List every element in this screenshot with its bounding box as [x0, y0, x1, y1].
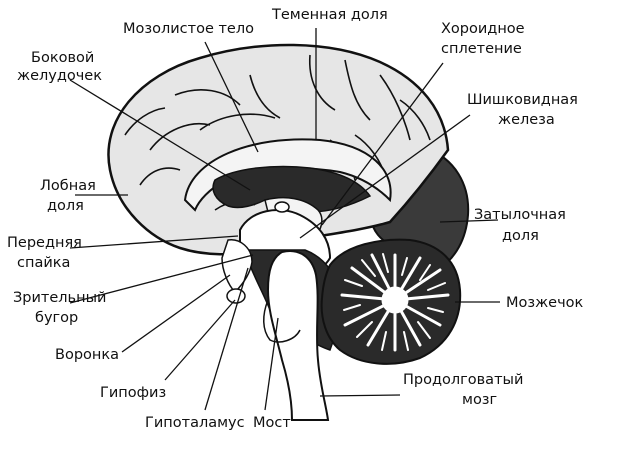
- label-parietal-lobe: Теменная доля: [271, 7, 388, 23]
- brainstem: [266, 250, 330, 421]
- label-frontal-2: доля: [47, 198, 84, 214]
- hypothalamus-shape: [221, 239, 253, 294]
- label-lateral-ventricle-2: желудочек: [17, 68, 102, 84]
- label-ant-commissure-1: Передняя: [7, 235, 82, 251]
- label-occipital-2: доля: [502, 228, 539, 244]
- label-pineal-2: железа: [498, 112, 555, 128]
- label-thalamus-1: Зрительный: [13, 290, 106, 306]
- pineal-body: [274, 201, 290, 213]
- label-thalamus-2: бугор: [35, 310, 78, 326]
- label-pituitary: Гипофиз: [100, 385, 166, 401]
- label-corpus-callosum: Мозолистое тело: [123, 21, 254, 37]
- label-cerebellum: Мозжечок: [506, 295, 584, 311]
- label-ant-commissure-2: спайка: [17, 255, 70, 271]
- label-hypothalamus: Гипоталамус: [145, 415, 245, 431]
- arbor-vitae: [340, 253, 450, 352]
- pituitary-gland: [226, 288, 246, 304]
- label-occipital-1: Затылочная: [474, 207, 566, 223]
- label-medulla-1: Продолговатый: [403, 372, 523, 388]
- labels: Мозолистое тело Теменная доля Хороидное …: [7, 7, 584, 431]
- label-medulla-2: мозг: [462, 392, 497, 408]
- label-choroid-plexus-1: Хороидное: [441, 21, 525, 37]
- leader-lines: [69, 28, 500, 411]
- label-infundibulum: Воронка: [55, 347, 119, 363]
- label-pons: Мост: [253, 415, 291, 431]
- label-lateral-ventricle-1: Боковой: [31, 50, 94, 66]
- label-choroid-plexus-2: сплетение: [441, 41, 522, 57]
- pons-bulge: [263, 299, 301, 343]
- label-frontal-1: Лобная: [40, 178, 96, 194]
- label-pineal-1: Шишковидная: [467, 92, 578, 108]
